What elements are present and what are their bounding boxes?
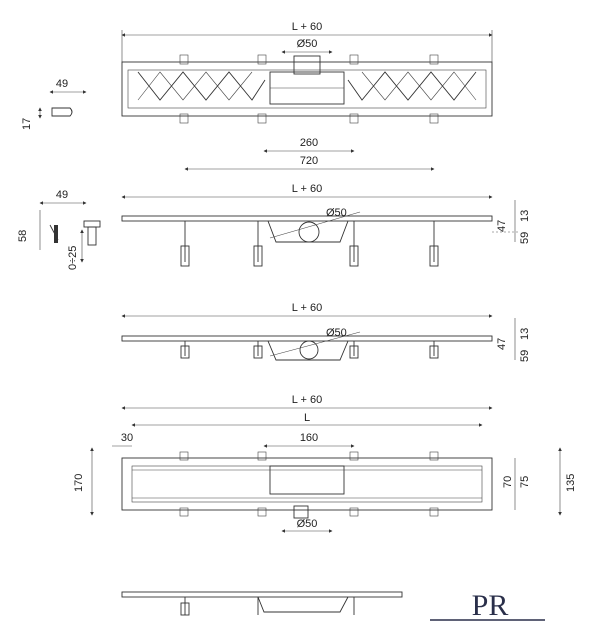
profile-detail: 49 17 bbox=[21, 78, 87, 130]
side1-outlet-label: Ø50 bbox=[326, 207, 347, 219]
side2-h59: 59 bbox=[519, 350, 531, 362]
plan-span-label: 160 bbox=[300, 432, 318, 444]
top-outlet-label: Ø50 bbox=[297, 38, 318, 50]
span-260-label: 260 bbox=[300, 137, 318, 149]
side1-overall-label: L + 60 bbox=[292, 183, 322, 195]
top-view: L + 60 Ø50 260 720 bbox=[121, 21, 493, 171]
span-720-label: 720 bbox=[300, 155, 318, 167]
foot-height-label: 58 bbox=[17, 230, 29, 242]
drain-outline bbox=[121, 61, 493, 117]
profile-width-label: 49 bbox=[56, 78, 68, 90]
plan-height-170: 170 bbox=[73, 474, 85, 492]
foot-detail: 49 58 0÷25 bbox=[17, 189, 101, 270]
plan-overall-label: L + 60 bbox=[292, 394, 322, 406]
logo-text: PR bbox=[472, 589, 509, 622]
profile-height-label: 17 bbox=[21, 118, 33, 130]
side-view-2: L + 60 Ø50 47 59 13 bbox=[121, 302, 531, 362]
plan-view: L + 60 L 30 160 170 70 75 135 Ø50 bbox=[73, 394, 577, 533]
side2-h47: 47 bbox=[496, 338, 508, 350]
plan-outlet-label: Ø50 bbox=[297, 518, 318, 530]
plan-inner-label: L bbox=[304, 412, 310, 424]
plan-offset-label: 30 bbox=[121, 432, 133, 444]
side2-outlet-label: Ø50 bbox=[326, 327, 347, 339]
side1-h47: 47 bbox=[496, 220, 508, 232]
foot-adjust-label: 0÷25 bbox=[67, 246, 79, 270]
plan-height-135: 135 bbox=[565, 474, 577, 492]
side1-h59: 59 bbox=[519, 232, 531, 244]
side2-overall-label: L + 60 bbox=[292, 302, 322, 314]
bottom-side-view bbox=[121, 591, 403, 616]
top-overall-label: L + 60 bbox=[292, 21, 322, 33]
side-view-1: L + 60 Ø50 47 59 13 bbox=[121, 183, 531, 267]
brand-logo: PR bbox=[430, 589, 545, 622]
plan-height-70: 70 bbox=[502, 476, 514, 488]
side2-h13: 13 bbox=[519, 328, 531, 340]
foot-width-label: 49 bbox=[56, 189, 68, 201]
side1-h13: 13 bbox=[519, 210, 531, 222]
plan-height-75: 75 bbox=[519, 476, 531, 488]
